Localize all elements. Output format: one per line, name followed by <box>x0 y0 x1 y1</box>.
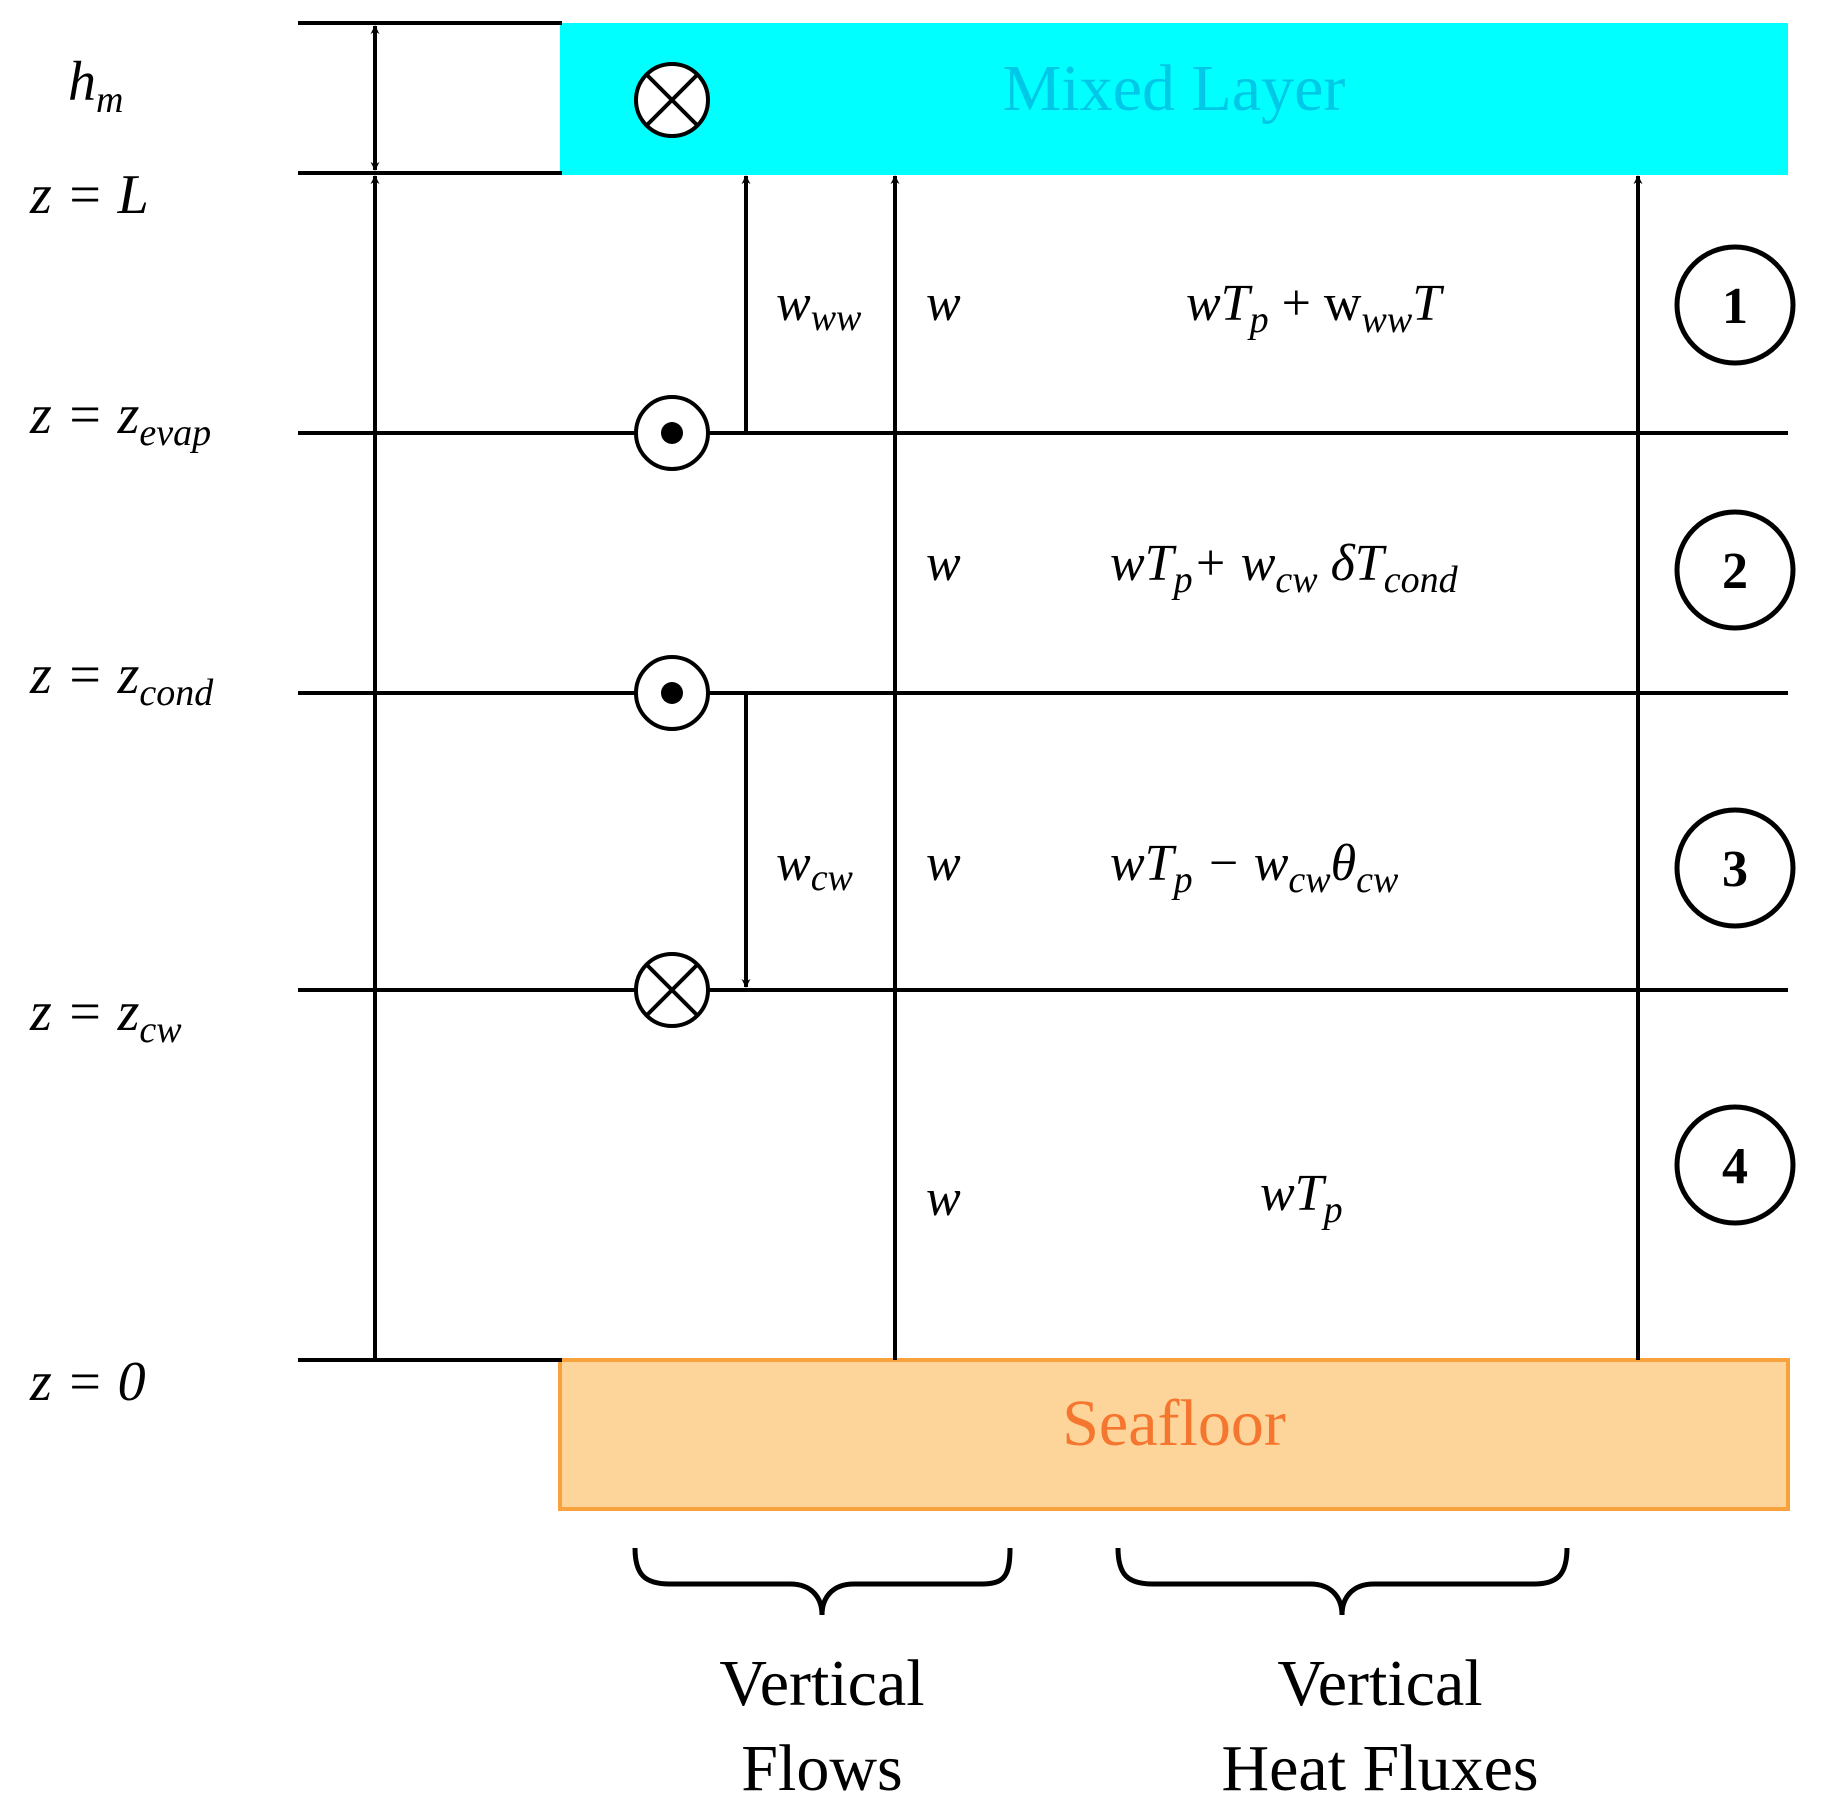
mixed-layer-box <box>560 23 1788 175</box>
label-z-evap: z = zevap <box>29 384 211 454</box>
flux-region1: wTp + wwwT <box>1186 275 1444 341</box>
region-3-number: 3 <box>1722 841 1748 898</box>
label-z-zero: z = 0 <box>29 1351 146 1413</box>
label-w-region1: w <box>926 275 961 332</box>
region-3-circle <box>1674 807 1796 929</box>
label-w-region2: w <box>926 535 961 592</box>
flux-region4: wTp <box>1260 1165 1343 1231</box>
region-2-number: 2 <box>1722 543 1748 600</box>
caption-flows-line2: Flows <box>741 1732 902 1805</box>
fluxes-brace <box>1115 1547 1570 1616</box>
region-4-number: 4 <box>1722 1138 1748 1195</box>
region-1-number: 1 <box>1722 278 1748 335</box>
flux-region2: wTp+ wcw δTcond <box>1110 535 1459 601</box>
label-www: www <box>776 275 862 339</box>
label-w-region4: w <box>926 1170 961 1227</box>
flux-region3: wTp − wcwθcw <box>1110 835 1399 901</box>
caption-fluxes-line2: Heat Fluxes <box>1221 1732 1538 1805</box>
label-hm: hm <box>68 51 123 121</box>
region-4-circle <box>1674 1104 1796 1226</box>
caption-fluxes-line1: Vertical <box>1277 1647 1482 1720</box>
label-w-region3: w <box>926 835 961 892</box>
label-z-L: z = L <box>29 164 149 226</box>
flows-brace <box>632 1547 1013 1616</box>
seafloor-box <box>558 1358 1790 1511</box>
sink-symbol-cw <box>634 952 710 1028</box>
mixed-layer-label: Mixed Layer <box>1003 52 1346 125</box>
source-symbol-cond <box>634 655 710 731</box>
seafloor-label: Seafloor <box>1062 1387 1286 1460</box>
label-z-cw: z = zcw <box>29 981 182 1051</box>
region-1-circle <box>1674 244 1796 366</box>
label-wcw: wcw <box>776 835 854 899</box>
sink-symbol-mixed-layer <box>634 62 710 138</box>
label-z-cond: z = zcond <box>29 644 214 714</box>
region-2-circle <box>1674 509 1796 631</box>
caption-flows-line1: Vertical <box>719 1647 924 1720</box>
source-symbol-evap <box>634 395 710 471</box>
